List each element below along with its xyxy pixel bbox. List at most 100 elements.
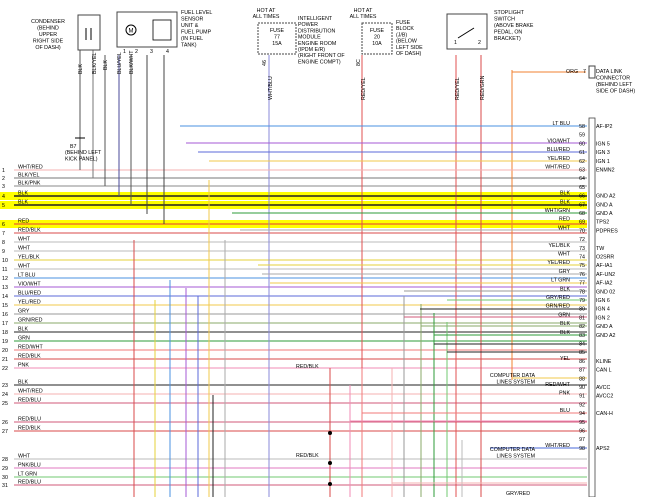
wire-color-label: RED	[18, 219, 29, 225]
label-layer: 1WHT/RED2BLK/YEL3BLK/PNK4BLK5BLK6RED7RED…	[2, 8, 635, 497]
label-text: INTELLIGENT	[298, 16, 333, 22]
wire-color-label: PNK/BLU	[18, 463, 41, 469]
label-text: 1	[454, 40, 457, 46]
label-text: ENGINE ROOM	[298, 41, 336, 47]
label-text: TANK)	[181, 43, 197, 49]
label-text: 20	[374, 35, 380, 41]
label-text: 4	[166, 49, 169, 55]
label-text: STOPLIGHT	[494, 10, 525, 16]
row-number: 26	[2, 420, 8, 426]
ecm-function: IGN 2	[596, 315, 610, 321]
wire-color-label: PNK	[18, 363, 29, 369]
pin-number: 91	[579, 394, 585, 400]
row-number: 7	[2, 231, 5, 237]
switch-contact	[457, 27, 475, 39]
wire-color-label: RED/BLK	[18, 354, 41, 360]
label-text: RED/BLK	[296, 364, 319, 370]
label-text: COMPUTER DATA	[490, 373, 536, 379]
wire-color-label: GRY/RED	[546, 295, 570, 301]
ecm-function: APS2	[596, 446, 610, 452]
wire-color-label: VIO/WHT	[18, 282, 41, 288]
wire-color-label: YEL/RED	[18, 300, 41, 306]
label-text: RIGHT SIDE	[33, 39, 64, 45]
pin-number: 72	[579, 237, 585, 243]
wire-color-label: RED/WHT	[18, 345, 43, 351]
wire-color-label: GRY	[559, 269, 571, 275]
ecm-function: GND A	[596, 324, 613, 330]
fuse77-box	[257, 22, 297, 55]
label-text: (BEHIND	[37, 26, 59, 32]
ecm-function: GND A2	[596, 194, 615, 200]
label-text: 3	[150, 49, 153, 55]
splice-dot	[328, 482, 332, 486]
label-text: HOT AT	[257, 8, 276, 14]
wire-color-label: WHT	[558, 225, 571, 231]
wire-layer	[0, 50, 587, 497]
label-text: (BEHIND LEFT	[65, 150, 102, 156]
wire-color-label: RED/BLU	[18, 417, 41, 423]
pin-number: 74	[579, 255, 585, 261]
wire-color-label: WHT	[18, 454, 31, 460]
pin-number: 73	[579, 246, 585, 252]
wire-color-label: RED/BLK	[18, 426, 41, 432]
wire-color-label: WHT	[18, 246, 31, 252]
label-text: (IPDM E/R)	[298, 47, 325, 53]
label-text: ALL TIMES	[253, 14, 280, 20]
row-number: 1	[2, 168, 5, 174]
row-number: 3	[2, 184, 5, 190]
row-number: 13	[2, 285, 8, 291]
label-text: (BEHIND LEFT	[596, 82, 633, 88]
ecm-function: AF-IA1	[596, 263, 613, 269]
row-number: 30	[2, 475, 8, 481]
vertical-wire-label: BLK/WHT	[129, 50, 135, 74]
wire-color-label: WHT/GRN	[545, 208, 570, 214]
ecm-function: GND 02	[596, 289, 615, 295]
wire-color-label: GRN/RED	[18, 318, 43, 324]
vertical-wire-label: BLK	[78, 64, 84, 74]
wire-color-label: WHT/RED	[18, 389, 43, 395]
pin-number: 92	[579, 402, 585, 408]
label-text: BLOCK	[396, 26, 414, 32]
row-number: 12	[2, 276, 8, 282]
wire-color-label: BLK/YEL	[18, 173, 40, 179]
row-number: 4	[2, 194, 5, 200]
wire-color-label: BLK	[18, 327, 28, 333]
label-text: 2	[135, 49, 138, 55]
label-text: (BELOW	[396, 39, 417, 45]
row-number: 18	[2, 330, 8, 336]
row-number: 20	[2, 348, 8, 354]
wire-color-label: GRY	[18, 309, 30, 315]
pin-number: 97	[579, 437, 585, 443]
pin-number: 80	[579, 307, 585, 313]
pin-number: 67	[579, 202, 585, 208]
pin-number: 68	[579, 211, 585, 217]
label-text: UPPER	[39, 32, 57, 38]
pin-number: 94	[579, 411, 585, 417]
ecm-function: TPS2	[596, 220, 609, 226]
label-text: 2	[478, 40, 481, 46]
label-text: SWITCH	[494, 17, 515, 23]
row-number: 6	[2, 222, 5, 228]
wire-color-label: WHT/RED	[545, 165, 570, 171]
ecm-connector	[588, 117, 596, 497]
wire-color-label: YEL	[560, 356, 570, 362]
pin-number: 61	[579, 150, 585, 156]
wire-color-label: BLK	[18, 200, 28, 206]
pin-number: 65	[579, 185, 585, 191]
label-text: OF DASH)	[396, 51, 422, 57]
ecm-function: KLINE	[596, 359, 612, 365]
pin-number: 81	[579, 315, 585, 321]
wire-color-label: LT BLU	[553, 121, 571, 127]
wire-color-label: RED	[559, 217, 570, 223]
label-text: CONNECTOR	[596, 76, 630, 82]
wire-color-label: LT GRN	[551, 278, 570, 284]
label-text: PEDAL, ON	[494, 30, 522, 36]
wire-color-label: WHT	[18, 264, 31, 270]
wire-color-label: BLK	[560, 286, 570, 292]
sender-resistor	[152, 19, 172, 41]
wire-color-label: BLK	[18, 191, 28, 197]
row-number: 8	[2, 240, 5, 246]
wire-color-label: BLK	[560, 199, 570, 205]
stoplight-switch-box	[446, 13, 488, 50]
vertical-wire-label: BLK	[103, 60, 109, 70]
